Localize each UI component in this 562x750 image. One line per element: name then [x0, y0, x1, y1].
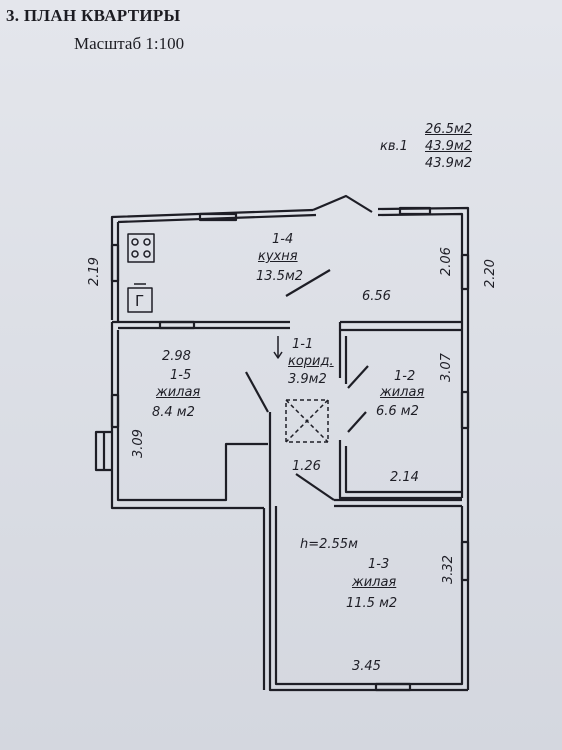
room-1-3-walls: [268, 498, 470, 692]
dim-room-1-2-width: 2.14: [390, 470, 419, 485]
window-room13: [460, 540, 470, 582]
dim-kitchen-right: 2.06: [439, 247, 454, 276]
room-1-5-name: жилая: [156, 385, 201, 400]
window-kitchen-right-top: [398, 206, 432, 216]
dim-room-1-3-height: 3.32: [441, 555, 456, 584]
ceiling-height: h=2.55м: [300, 537, 358, 552]
scale-label: Масштаб 1:100: [74, 34, 185, 53]
corridor-number: 1-1: [292, 337, 314, 352]
gas-meter-icon: [127, 283, 153, 313]
kitchen-number: 1-4: [272, 232, 294, 247]
window-room13-bottom: [374, 682, 412, 692]
dim-kitchen-left: 2.19: [87, 257, 102, 286]
window-kitchen-right: [460, 253, 470, 291]
door-kitchen-room15: [158, 320, 196, 330]
room-1-3-area: 11.5 м2: [346, 596, 398, 611]
summary-area-3: 43.9м2: [425, 156, 473, 171]
room-1-2-name: жилая: [380, 385, 425, 400]
window-room12: [460, 390, 470, 430]
room-1-2-area: 6.6 м2: [376, 404, 419, 419]
corridor-arrow-icon: [273, 336, 283, 359]
dim-room-1-5-height: 3.09: [131, 429, 146, 458]
room-1-3-name: жилая: [352, 575, 397, 590]
corridor-area: 3.9м2: [288, 372, 327, 387]
corridor-name: корид.: [288, 354, 334, 369]
dim-outer-right: 2.20: [483, 259, 498, 288]
dim-room-1-2-height: 3.07: [439, 353, 454, 382]
window-kitchen-top: [198, 212, 238, 222]
dim-corridor-width: 1.26: [292, 459, 321, 474]
room-1-3-number: 1-3: [368, 557, 390, 572]
summary-area-1: 26.5м2: [425, 122, 473, 137]
corridor-opening-icon: [285, 399, 329, 443]
page-title: 3. ПЛАН КВАРТИРЫ: [6, 6, 181, 25]
room-1-2-number: 1-2: [394, 369, 416, 384]
kitchen-area: 13.5м2: [256, 269, 304, 284]
dim-room-1-5-width: 2.98: [162, 349, 191, 364]
room-1-5-number: 1-5: [170, 368, 192, 383]
dim-kitchen-width: 6.56: [362, 289, 391, 304]
window-room15: [110, 393, 120, 429]
window-kitchen-left: [110, 243, 120, 283]
kitchen-name: кухня: [258, 249, 298, 264]
gas-meter-letter: Г: [135, 292, 144, 310]
stove-icon: [127, 233, 155, 263]
summary-area-2: 43.9м2: [425, 139, 473, 154]
room-1-2-walls: [338, 322, 470, 690]
dim-room-1-3-width: 3.45: [352, 659, 381, 674]
room-1-5-walls: [94, 322, 272, 690]
interior-walls: [112, 269, 462, 501]
kitchen-walls: [110, 194, 470, 322]
room-1-5-area: 8.4 м2: [152, 405, 195, 420]
apartment-label: кв.1: [380, 139, 408, 154]
